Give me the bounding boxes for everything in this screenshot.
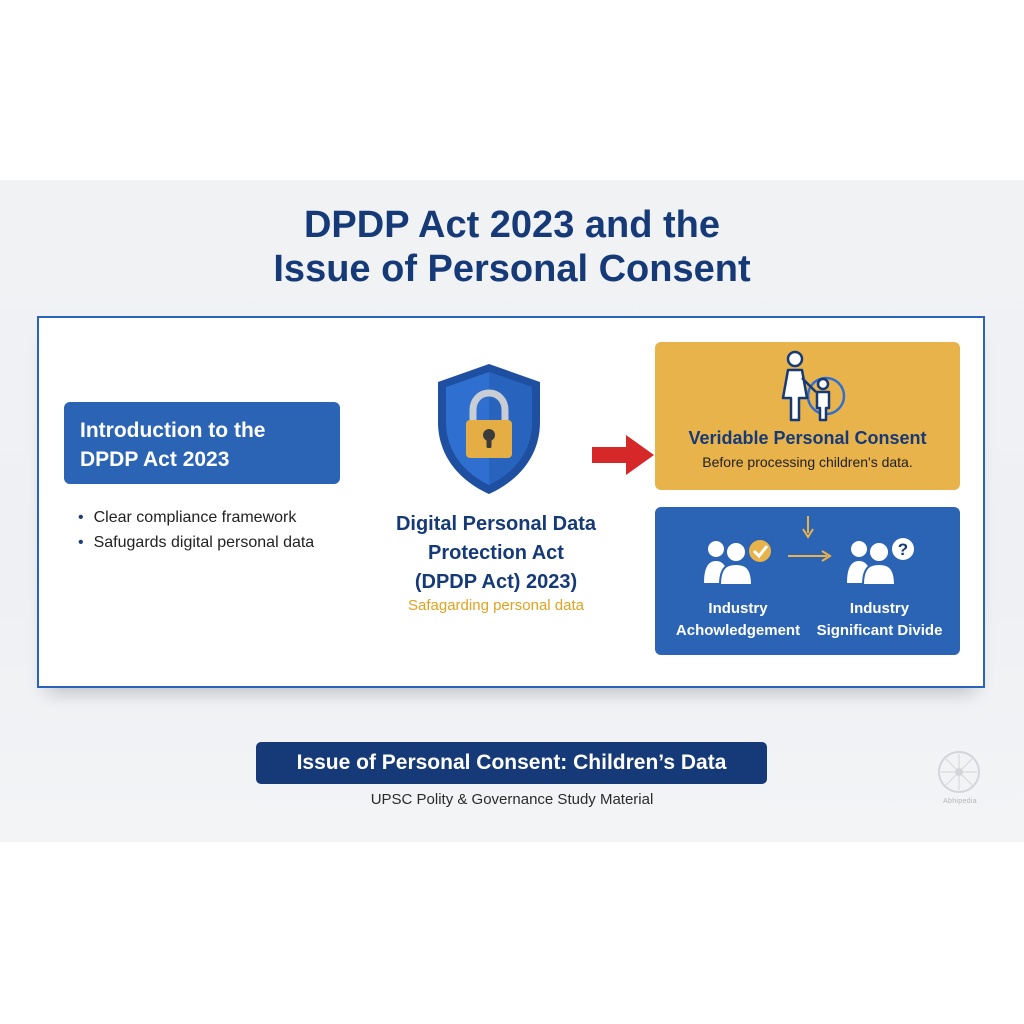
act-subtitle: Safagarding personal data bbox=[408, 597, 584, 614]
act-title-line-1: Digital Personal Data bbox=[395, 513, 597, 535]
title-line-2: Issue of Personal Consent bbox=[273, 248, 751, 290]
group-check-icon bbox=[704, 540, 771, 586]
footer-caption: UPSC Polity & Governance Study Material bbox=[370, 791, 654, 808]
bullet-item: Clear compliance framework bbox=[78, 505, 314, 530]
intro-heading-box: Introduction to the DPDP Act 2023 bbox=[64, 402, 340, 484]
industry-left-line-1: Industry bbox=[708, 600, 768, 617]
parent-child-icon bbox=[781, 350, 846, 422]
industry-acknowledgement-label: Industry Achowledgement bbox=[667, 598, 809, 642]
consent-subtitle: Before processing children's data. bbox=[702, 454, 913, 470]
group-question-icon: ? bbox=[847, 538, 914, 586]
industry-right-line-2: Significant Divide bbox=[816, 622, 943, 639]
act-title-line-2: Protection Act bbox=[428, 542, 564, 564]
red-arrow-icon bbox=[592, 435, 654, 475]
down-arrow-icon bbox=[802, 516, 814, 539]
right-arrow-icon bbox=[788, 550, 832, 562]
page-title: DPDP Act 2023 and the Issue of Personal … bbox=[0, 203, 1024, 291]
svg-text:?: ? bbox=[898, 540, 908, 559]
padlock-shield-icon bbox=[438, 364, 540, 494]
watermark-text: Abhipedia bbox=[943, 798, 977, 805]
act-title: Digital Personal Data Protection Act (DP… bbox=[368, 510, 624, 597]
intro-bullet-list: Clear compliance framework Safugards dig… bbox=[78, 505, 315, 555]
industry-divide-label: Industry Significant Divide bbox=[807, 598, 952, 642]
industry-left-line-2: Achowledgement bbox=[675, 622, 801, 639]
act-title-line-3: (DPDP Act) 2023) bbox=[414, 571, 578, 593]
industry-box: ? Industry Achowledgement Industry Signi… bbox=[655, 507, 960, 655]
intro-heading-line-1: Introduction to the bbox=[80, 419, 266, 442]
title-line-1: DPDP Act 2023 and the bbox=[303, 204, 721, 246]
intro-heading-line-2: DPDP Act 2023 bbox=[80, 448, 230, 471]
emblem-watermark-icon bbox=[938, 751, 980, 793]
industry-right-line-1: Industry bbox=[849, 600, 910, 617]
bullet-item: Safugards digital personal data bbox=[78, 530, 315, 555]
consent-title: Veridable Personal Consent bbox=[688, 428, 927, 448]
topic-banner: Issue of Personal Consent: Children’s Da… bbox=[256, 742, 767, 784]
consent-box: Veridable Personal Consent Before proces… bbox=[655, 342, 960, 490]
